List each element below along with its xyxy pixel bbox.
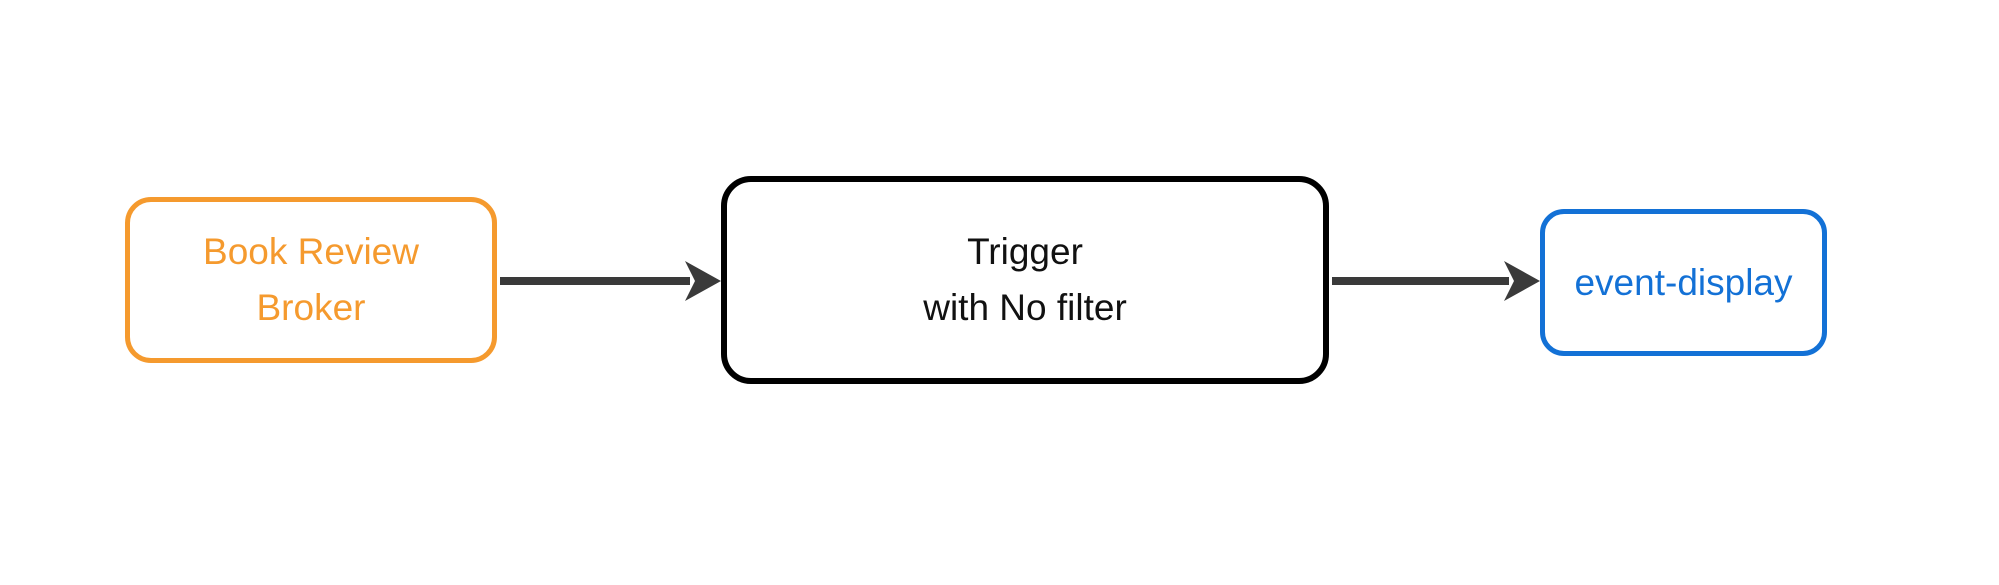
node-label-line: Book Review — [203, 231, 419, 272]
edge-broker-to-trigger-arrow — [499, 251, 721, 311]
node-trigger-with-no-filter: Trigger with No filter — [721, 176, 1329, 384]
node-book-review-broker: Book Review Broker — [125, 197, 497, 363]
node-label-line: Trigger — [967, 231, 1083, 272]
arrow-right-icon — [1332, 261, 1540, 301]
node-label-line: event-display — [1574, 261, 1793, 303]
node-event-display: event-display — [1540, 209, 1827, 356]
edge-trigger-to-event-display-arrow — [1331, 251, 1540, 311]
node-label-line: with No filter — [923, 287, 1127, 328]
node-label-line: Broker — [256, 287, 366, 328]
arrow-right-icon — [500, 261, 721, 301]
